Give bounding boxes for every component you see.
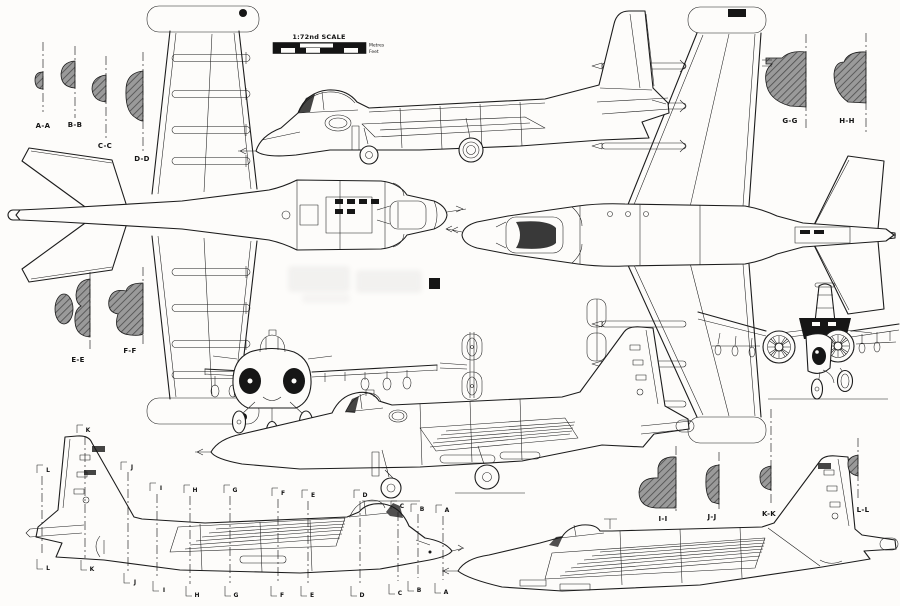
svg-text:C: C: [400, 503, 405, 510]
section-label-dd: D-D: [134, 155, 150, 163]
svg-text:A: A: [445, 507, 450, 514]
svg-text:F: F: [281, 490, 285, 497]
svg-text:D: D: [360, 592, 365, 599]
svg-text:D: D: [363, 492, 368, 499]
svg-text:J: J: [130, 464, 133, 471]
side-profile-middle: [195, 326, 695, 502]
svg-text:H: H: [192, 487, 197, 494]
svg-text:B: B: [420, 506, 425, 513]
section-label-ll: L-L: [857, 506, 870, 514]
section-label-bb: B-B: [68, 121, 82, 129]
section-label-ii: I-I: [658, 515, 667, 523]
svg-text:G: G: [234, 592, 239, 599]
front-view: [204, 329, 438, 443]
rear-view: [697, 282, 900, 400]
faded-watermark: [288, 266, 422, 303]
wingtip-pod-detail: [586, 298, 607, 362]
svg-text:C: C: [398, 590, 403, 597]
section-label-ff: F-F: [123, 347, 136, 355]
rear-exhaust-left: [762, 330, 796, 364]
scale-unit-bottom: Feet: [369, 49, 379, 55]
black-registration-square: [429, 278, 440, 289]
scale-bar-title: 1:72nd SCALE: [292, 33, 345, 41]
rear-view-stores: [712, 331, 897, 358]
svg-text:A: A: [444, 589, 449, 596]
plan-left-wings: [146, 5, 260, 425]
scale-bar: 1:72nd SCALE Metres Feet: [272, 33, 385, 55]
side-profile-bottom-left: [25, 435, 465, 574]
plan-view-left: [7, 5, 467, 425]
plan-view-right: [445, 6, 897, 444]
landing-gear-detail: [439, 332, 483, 401]
svg-text:L: L: [46, 565, 50, 572]
station-markers: L K J I H G F E D C B A L K J I H G F E …: [36, 424, 450, 599]
svg-text:E: E: [311, 492, 315, 499]
svg-text:I: I: [160, 485, 162, 492]
station-letters-top: L K J I H G F E D C B A: [46, 427, 450, 514]
svg-text:L: L: [46, 467, 50, 474]
section-label-gg: G-G: [782, 117, 797, 125]
scale-unit-top: Metres: [369, 43, 385, 49]
section-label-jj: J-J: [706, 513, 716, 521]
station-letters-bottom: L K J I H G F E D C B A: [46, 565, 449, 599]
svg-text:J: J: [133, 579, 136, 586]
side-profile-top: [238, 10, 670, 165]
svg-text:I: I: [163, 587, 165, 594]
svg-text:F: F: [280, 592, 284, 599]
section-label-hh: H-H: [839, 117, 855, 125]
svg-text:H: H: [194, 592, 199, 599]
station-brackets-top: [36, 424, 442, 513]
cross-sections: A-A B-B C-C D-D E-E F-F G-G H-H I-I J-J …: [34, 33, 870, 523]
section-label-kk: K-K: [762, 510, 776, 518]
section-label-aa: A-A: [36, 122, 51, 130]
section-centerlines: [42, 33, 867, 511]
side-profile-bottom-right: [442, 455, 899, 592]
svg-text:G: G: [233, 487, 238, 494]
section-label-cc: C-C: [98, 142, 112, 150]
svg-text:E: E: [310, 592, 314, 599]
svg-text:B: B: [417, 587, 422, 594]
svg-text:K: K: [90, 566, 95, 573]
svg-text:K: K: [86, 427, 91, 434]
station-brackets-bottom: [36, 559, 441, 597]
section-label-ee: E-E: [71, 356, 84, 364]
